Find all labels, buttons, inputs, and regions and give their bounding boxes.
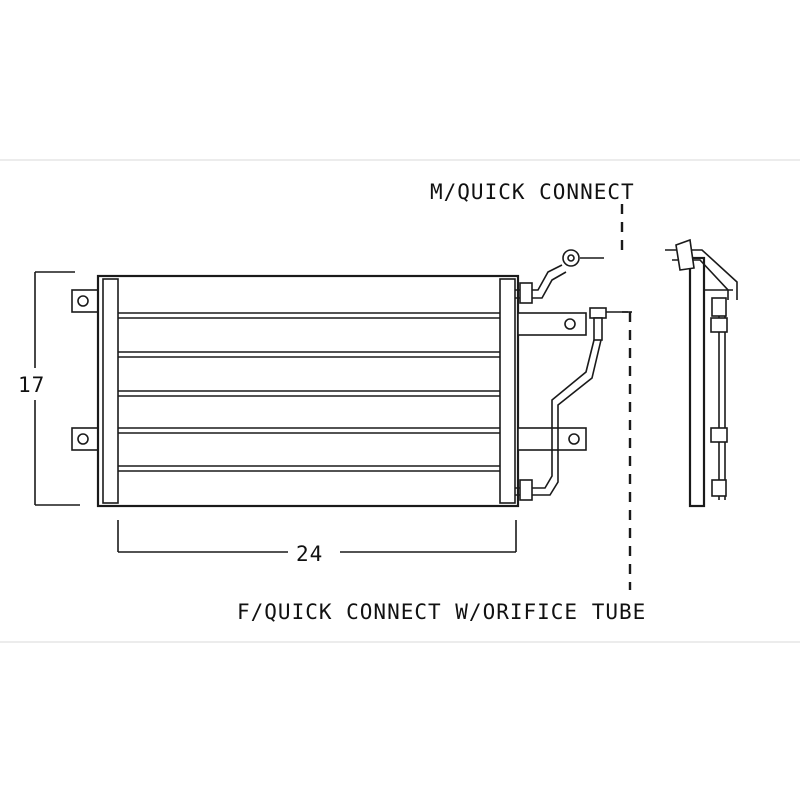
height-dimension: 17 — [18, 271, 80, 506]
m-quick-connect-label: M/QUICK CONNECT — [430, 180, 635, 204]
inlet-tube — [515, 249, 604, 304]
left-mount-brackets — [71, 289, 99, 451]
width-dim-label: 24 — [296, 542, 323, 566]
outlet-tube — [515, 307, 628, 501]
f-quick-connect-label: F/QUICK CONNECT W/ORIFICE TUBE — [237, 600, 646, 624]
side-view — [665, 238, 738, 508]
condenser-core — [96, 274, 520, 508]
leader-lines — [620, 204, 632, 590]
height-dim-label: 17 — [18, 373, 45, 397]
width-dimension: 24 — [117, 520, 517, 566]
